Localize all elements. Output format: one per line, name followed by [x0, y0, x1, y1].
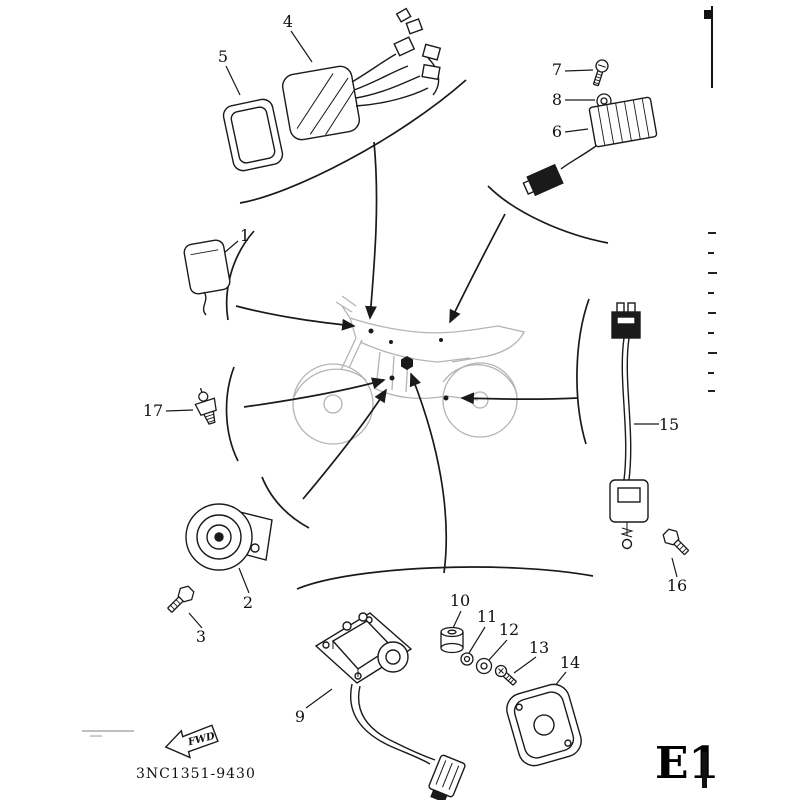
part-10-boot — [440, 626, 464, 654]
motorcycle-outline — [292, 295, 525, 445]
part-13-screw — [494, 664, 517, 686]
part-12-washer — [475, 657, 493, 675]
part-label-3: 3 — [195, 627, 207, 646]
part-9-starter-relay — [314, 612, 466, 800]
part-label-8: 8 — [551, 90, 563, 109]
part-label-4: 4 — [282, 12, 294, 31]
scan-artifact-partial-glyph — [702, 752, 707, 788]
part-label-1: 1 — [239, 226, 251, 245]
part-label-11: 11 — [476, 607, 498, 626]
part-2-horn — [185, 503, 273, 571]
scan-artifact-square — [704, 10, 713, 19]
part-4-cdi-unit — [282, 7, 442, 141]
part-17-switch — [194, 387, 217, 425]
attachment-points — [368, 328, 449, 401]
part-label-5: 5 — [217, 47, 229, 66]
part-label-6: 6 — [551, 122, 563, 141]
part-1-flasher-relay — [183, 239, 231, 316]
pointer-arrows — [235, 141, 579, 574]
part-5-cover — [222, 98, 284, 172]
part-3-bolt — [167, 585, 195, 613]
leader-lines — [165, 30, 678, 709]
part-14-cover — [506, 683, 582, 767]
page-code: E1 — [655, 738, 720, 789]
part-label-14: 14 — [559, 653, 581, 672]
part-11-nut — [460, 652, 474, 666]
part-label-16: 16 — [666, 576, 688, 595]
part-label-2: 2 — [242, 593, 254, 612]
part-label-17: 17 — [142, 401, 164, 420]
part-15-sidestand-switch — [609, 302, 649, 550]
fwd-arrow: FWD — [164, 724, 219, 759]
part-label-12: 12 — [498, 620, 520, 639]
part-label-13: 13 — [528, 638, 550, 657]
part-6-rectifier-regulator — [522, 96, 658, 197]
group-braces — [225, 79, 609, 590]
part-label-10: 10 — [449, 591, 471, 610]
part-16-bolt — [662, 528, 690, 556]
part-label-7: 7 — [551, 60, 563, 79]
scan-artifacts — [82, 232, 717, 737]
part-label-9: 9 — [294, 707, 306, 726]
part-label-15: 15 — [658, 415, 680, 434]
scan-artifact-line — [711, 6, 713, 88]
diagram-code: 3NC1351-9430 — [136, 766, 256, 782]
part-7-screw — [592, 59, 609, 87]
